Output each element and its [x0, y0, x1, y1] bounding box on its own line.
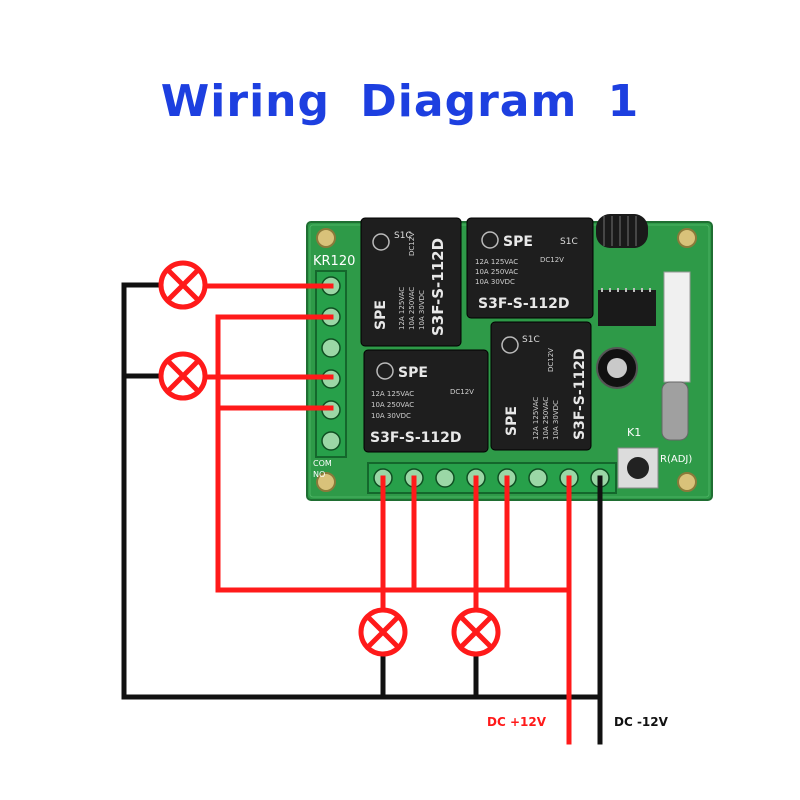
relay-spec: 10A 30VDC	[418, 290, 426, 330]
relay-board: KR120 S1C S3F-S-112D SPE 12A 125VAC 10A …	[306, 214, 713, 501]
relay-spec: 10A 30VDC	[371, 412, 411, 420]
mounting-hole	[316, 472, 336, 492]
relay-spec: 12A 125VAC	[398, 287, 406, 330]
terminal-screw	[321, 338, 341, 358]
mounting-hole	[316, 228, 336, 248]
terminal-screw	[321, 431, 341, 451]
relay-spec: 10A 250VAC	[408, 287, 416, 330]
crystal	[661, 381, 689, 441]
negative-wire	[121, 282, 603, 700]
lamp-2	[158, 351, 208, 401]
relay-part: S3F-S-112D	[572, 348, 588, 440]
mounting-hole	[677, 472, 697, 492]
relay-part: S3F-S-112D	[429, 238, 447, 336]
lamp-1	[158, 260, 208, 310]
com-label: COM	[313, 459, 332, 468]
mounting-hole	[677, 228, 697, 248]
antenna-coil	[596, 214, 648, 248]
relay-4: S1C SPE 12A 125VAC 10A 250VAC 10A 30VDC …	[490, 321, 592, 451]
model-label: KR120	[313, 254, 355, 269]
positive-wire	[215, 314, 572, 593]
positive-wires	[203, 283, 572, 745]
relay-spec: 10A 30VDC	[552, 400, 560, 440]
adj-label: R(ADJ)	[660, 454, 692, 465]
relay-spec: 12A 125VAC	[371, 390, 414, 398]
relay-code: S1C	[394, 231, 412, 241]
terminal-screw	[435, 468, 455, 488]
relay-spec: 12A 125VAC	[532, 397, 540, 440]
k1-label: K1	[627, 426, 641, 439]
relay-coil: DC12V	[408, 232, 416, 256]
relay-code: S1C	[522, 335, 540, 345]
relay-spec: 10A 30VDC	[475, 278, 515, 286]
bottom-terminal-block	[367, 462, 617, 494]
relay-2: SPE S1C 12A 125VAC 10A 250VAC 10A 30VDC …	[466, 217, 594, 319]
relay-3: SPE DC12V 12A 125VAC 10A 250VAC 10A 30VD…	[363, 349, 489, 453]
relay-coil: DC12V	[547, 348, 555, 372]
relay-1: S1C S3F-S-112D SPE 12A 125VAC 10A 250VAC…	[360, 217, 462, 347]
dc-negative-label: DC -12V	[614, 715, 669, 729]
lamp-4	[451, 607, 501, 657]
relay-code: S1C	[560, 237, 578, 247]
relay-brand: SPE	[373, 300, 389, 330]
negative-wires	[121, 282, 603, 745]
terminal-screw	[528, 468, 548, 488]
relay-spec: 10A 250VAC	[475, 268, 518, 276]
lamp-3	[358, 607, 408, 657]
left-terminal-block	[315, 270, 347, 458]
relay-brand: SPE	[504, 406, 520, 436]
relay-spec: 10A 250VAC	[371, 401, 414, 409]
relay-part: S3F-S-112D	[478, 296, 570, 312]
relay-part: S3F-S-112D	[370, 430, 462, 446]
relay-coil: DC12V	[450, 388, 474, 396]
relay-brand: SPE	[398, 365, 428, 381]
relay-brand: SPE	[503, 234, 533, 250]
dc-positive-label: DC +12V	[487, 715, 547, 729]
relay-spec: 12A 125VAC	[475, 258, 518, 266]
relay-coil: DC12V	[540, 256, 564, 264]
relay-spec: 10A 250VAC	[542, 397, 550, 440]
decoder-chip	[598, 290, 656, 326]
no-label: NO	[313, 470, 325, 479]
diagram-title: Wiring Diagram 1	[160, 76, 640, 127]
pin-header	[663, 271, 691, 383]
